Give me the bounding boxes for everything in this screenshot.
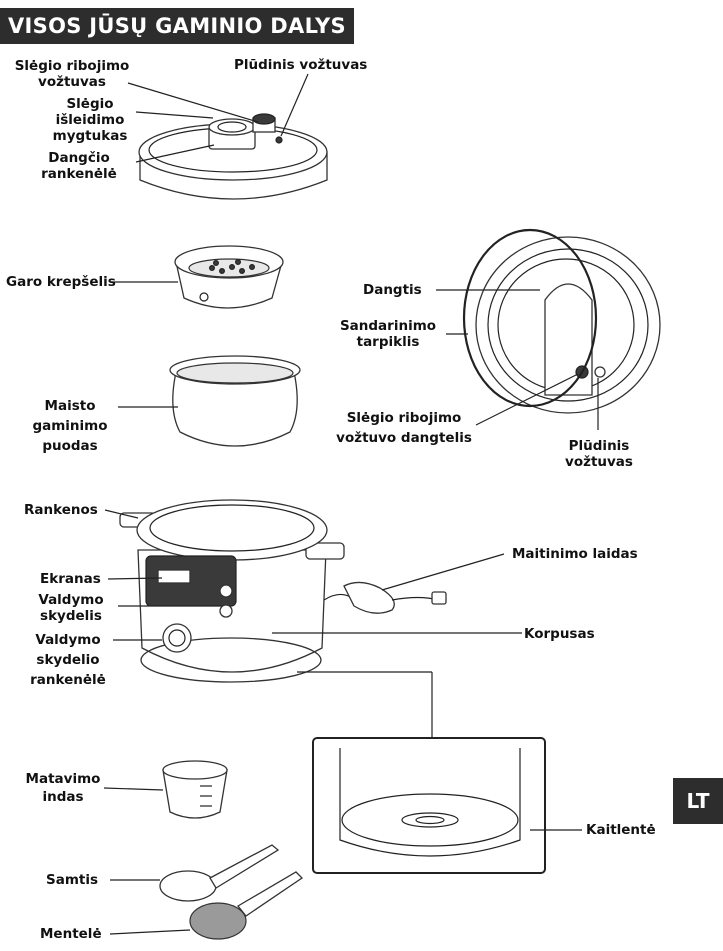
- measuring-cup-drawing: [162, 760, 228, 819]
- cooker-body-drawing: [119, 499, 447, 683]
- label-handles: Rankenos: [24, 502, 98, 518]
- spatula-drawing: [189, 871, 304, 940]
- label-valve-cap: Slėgio ribojimo vožtuvo dangtelis: [336, 410, 472, 446]
- label-spatula: Mentelė: [40, 926, 102, 942]
- language-tab-label: LT: [686, 789, 710, 813]
- label-ladle: Samtis: [46, 872, 99, 888]
- label-lid-handle: Dangčio rankenėlė: [41, 150, 117, 182]
- label-cooking-pot: Maisto gaminimo puodas: [32, 398, 108, 454]
- lid-drawing: [138, 113, 328, 200]
- label-housing: Korpusas: [524, 626, 595, 642]
- label-control-panel: Valdymo skydelis: [38, 592, 104, 624]
- label-lid: Dangtis: [363, 282, 422, 298]
- label-display: Ekranas: [40, 571, 101, 587]
- steam-basket-drawing: [174, 245, 284, 309]
- lid-back-drawing: [462, 228, 661, 414]
- label-power-cord: Maitinimo laidas: [512, 546, 638, 562]
- label-float-valve-top: Plūdinis vožtuvas: [234, 57, 368, 73]
- label-pressure-release-button: Slėgio išleidimo mygtukas: [52, 96, 128, 144]
- label-measuring-cup: Matavimo indas: [25, 771, 101, 805]
- label-sealing-gasket: Sandarinimo tarpiklis: [339, 318, 437, 350]
- section-title: VISOS JŪSŲ GAMINIO DALYS: [8, 14, 346, 38]
- label-pressure-limit-valve: Slėgio ribojimo vožtuvas: [14, 58, 130, 90]
- label-steam-basket: Garo krepšelis: [6, 274, 116, 290]
- section-title-bar: [0, 8, 354, 44]
- leader-lines: [103, 73, 599, 935]
- label-heating-plate: Kaitlentė: [586, 822, 656, 838]
- language-tab: [673, 778, 723, 824]
- heating-plate-drawing: [297, 671, 546, 874]
- ladle-drawing: [159, 844, 280, 902]
- label-float-valve-lid: Plūdinis vožtuvas: [565, 438, 633, 470]
- cooking-pot-drawing: [169, 355, 301, 447]
- label-control-knob: Valdymo skydelio rankenėlė: [30, 632, 106, 688]
